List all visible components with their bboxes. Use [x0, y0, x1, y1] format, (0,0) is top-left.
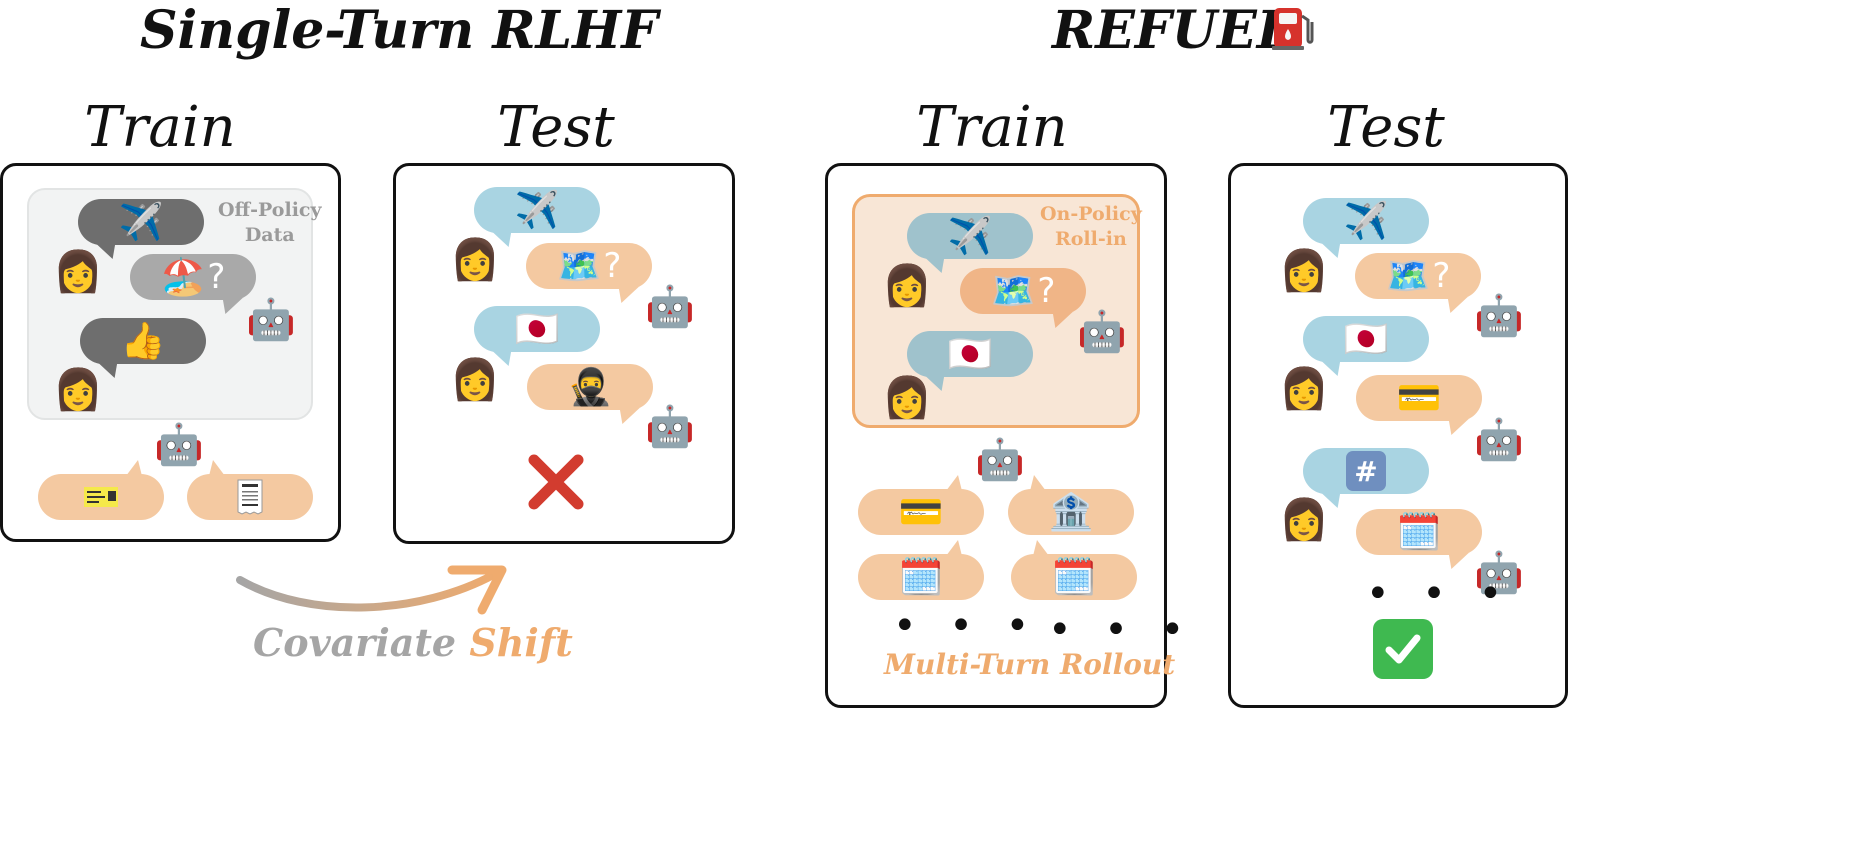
calendar-icon: 🗓️ — [1396, 512, 1442, 553]
thumbs-up-icon: 👍 — [120, 321, 166, 362]
robot-icon: 🤖 — [645, 284, 695, 330]
concert-ticket-icon — [84, 487, 118, 507]
heading-train-right: Train — [916, 95, 1068, 160]
assistant-bubble-map: 🗺️? — [960, 268, 1086, 328]
assistant-bubble-map: 🗺️? — [1355, 253, 1481, 313]
refuel-title: REFUEL — [1052, 0, 1294, 61]
heading-test-left: Test — [497, 95, 615, 160]
woman-icon: 👩 — [1279, 497, 1329, 543]
robot-icon: 🤖 — [1474, 293, 1524, 339]
ellipsis: • • • — [1366, 571, 1513, 617]
heading-test-right: Test — [1327, 95, 1445, 160]
user-bubble-hash: # — [1303, 448, 1429, 508]
cross-mark-icon — [528, 454, 584, 510]
assistant-bubble-calendar: 🗓️ — [858, 540, 984, 600]
assistant-bubble-map: 🗺️? — [526, 243, 652, 303]
assistant-bubble-ticket — [38, 460, 164, 520]
user-bubble-flag: 🇯🇵 — [907, 331, 1033, 391]
assistant-bubble-calendar: 🗓️ — [1356, 509, 1482, 569]
robot-icon: 🤖 — [1474, 550, 1524, 596]
airplane-icon: ✈️ — [1343, 201, 1389, 242]
robot-icon: 🤖 — [1474, 417, 1524, 463]
bank-icon: 🏦 — [1048, 492, 1094, 533]
ninja-icon: 🥷 — [567, 367, 613, 408]
assistant-bubble-calendar: 🗓️ — [1011, 540, 1137, 600]
assistant-bubble-card: 💳 — [1356, 375, 1482, 435]
airplane-icon: ✈️ — [947, 216, 993, 257]
woman-icon: 👩 — [1279, 248, 1329, 294]
user-bubble-airplane: ✈️ — [78, 199, 204, 259]
japan-flag-icon: 🇯🇵 — [1343, 319, 1389, 360]
multi-turn-rollout-label: Multi-Turn Rollout — [884, 648, 1176, 681]
woman-icon: 👩 — [1279, 366, 1329, 412]
assistant-bubble-bank: 🏦 — [1008, 475, 1134, 535]
woman-icon: 👩 — [53, 367, 103, 413]
map-icon: 🗺️ — [556, 246, 602, 287]
calendar-icon: 🗓️ — [1051, 557, 1097, 598]
calendar-icon: 🗓️ — [898, 557, 944, 598]
covariate-shift-arrow — [236, 565, 507, 615]
heading-train-left: Train — [84, 95, 236, 160]
robot-icon: 🤖 — [1077, 309, 1127, 355]
off-policy-label: Off-Policy Data — [218, 199, 322, 246]
woman-icon: 👩 — [450, 357, 500, 403]
hash-icon: # — [1346, 451, 1386, 491]
check-mark-icon — [1373, 619, 1433, 679]
user-bubble-airplane: ✈️ — [1303, 198, 1429, 258]
woman-icon: 👩 — [882, 375, 932, 421]
japan-flag-icon: 🇯🇵 — [947, 334, 993, 375]
ellipsis: • • • — [893, 603, 1040, 649]
assistant-bubble-receipt — [187, 460, 313, 520]
receipt-icon — [237, 479, 263, 515]
single-turn-rlhf-title: Single-Turn RLHF — [140, 0, 659, 61]
credit-card-icon: 💳 — [1396, 378, 1442, 419]
beach-icon: 🏖️ — [160, 257, 206, 298]
assistant-bubble-ninja: 🥷 — [527, 364, 653, 424]
robot-icon: 🤖 — [645, 404, 695, 450]
covariate-shift-label: Covariate Shift — [253, 620, 573, 665]
user-bubble-thumbs-up: 👍 — [80, 318, 206, 378]
robot-icon: 🤖 — [154, 422, 204, 468]
map-icon: 🗺️ — [990, 271, 1036, 312]
assistant-bubble-card: 💳 — [858, 475, 984, 535]
airplane-icon: ✈️ — [118, 202, 164, 243]
user-bubble-airplane: ✈️ — [474, 187, 600, 247]
credit-card-icon: 💳 — [898, 492, 944, 533]
assistant-bubble-beach: 🏖️? — [130, 254, 256, 314]
robot-icon: 🤖 — [246, 297, 296, 343]
woman-icon: 👩 — [882, 263, 932, 309]
fuel-pump-icon — [1272, 8, 1314, 50]
ellipsis: • • • — [1048, 607, 1195, 653]
on-policy-label: On-Policy Roll-in — [1040, 203, 1142, 250]
airplane-icon: ✈️ — [514, 190, 560, 231]
user-bubble-flag: 🇯🇵 — [474, 306, 600, 366]
woman-icon: 👩 — [53, 249, 103, 295]
user-bubble-flag: 🇯🇵 — [1303, 316, 1429, 376]
robot-icon: 🤖 — [975, 437, 1025, 483]
woman-icon: 👩 — [450, 237, 500, 283]
japan-flag-icon: 🇯🇵 — [514, 309, 560, 350]
map-icon: 🗺️ — [1385, 256, 1431, 297]
user-bubble-airplane: ✈️ — [907, 213, 1033, 273]
